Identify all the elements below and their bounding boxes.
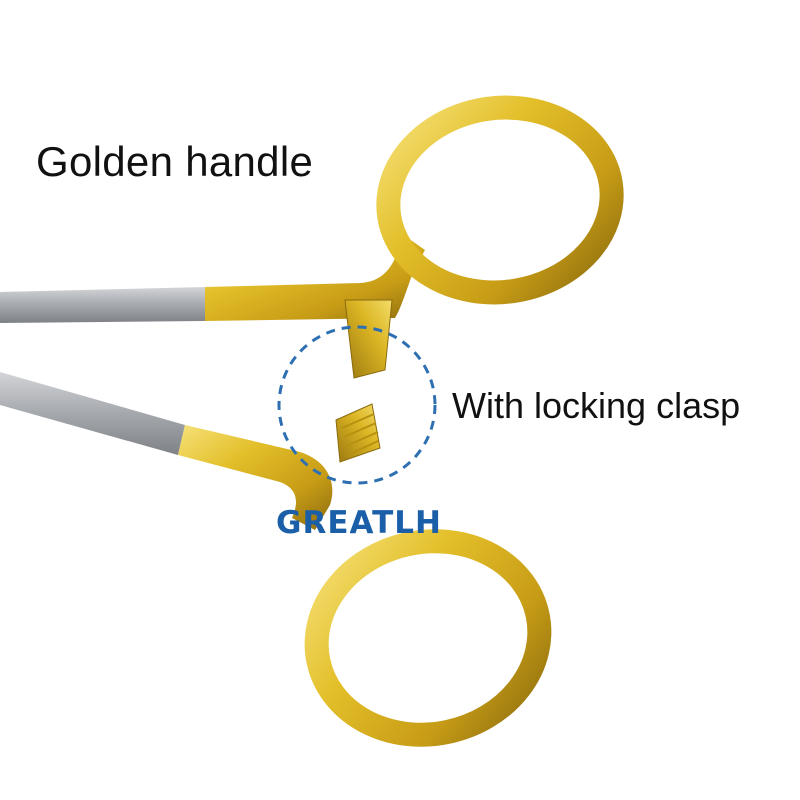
locking-clasp-label: With locking clasp (452, 385, 741, 426)
lower-finger-ring (304, 529, 552, 747)
lower-ratchet-tab (335, 403, 381, 463)
ratchet-teeth (341, 413, 379, 456)
upper-finger-ring (376, 95, 624, 305)
brand-watermark: GREATLH (276, 505, 442, 541)
upper-ratchet-tab (344, 299, 393, 379)
clasp-highlight-circle (277, 325, 437, 485)
upper-steel-shaft (0, 287, 205, 323)
golden-handle-label: Golden handle (36, 138, 314, 185)
lower-steel-shaft (0, 372, 185, 455)
